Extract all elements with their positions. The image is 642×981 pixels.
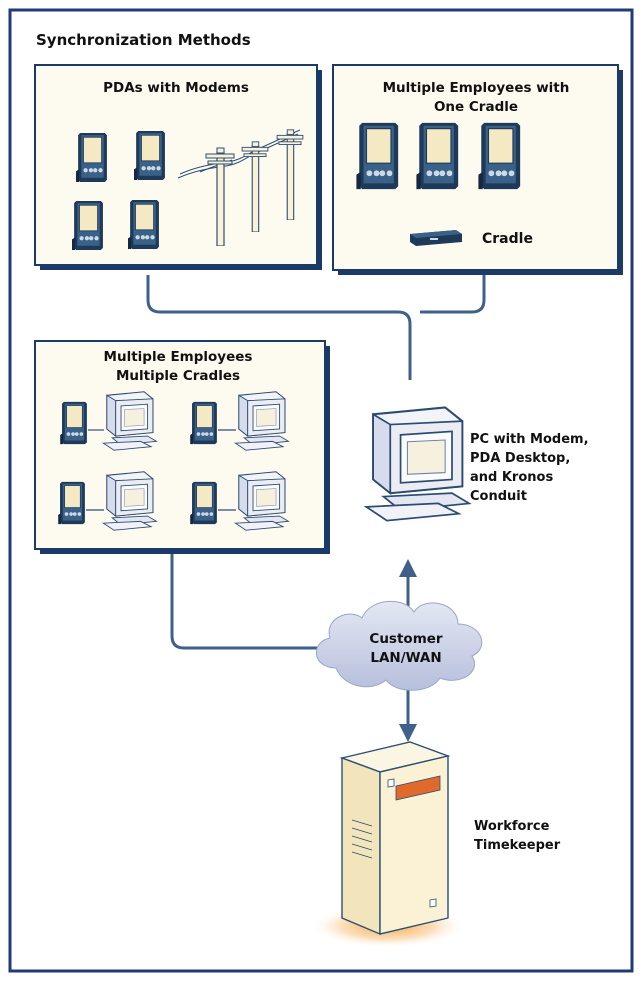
network-label-line2: LAN/WAN xyxy=(370,650,441,666)
pc-label-line1: PC with Modem, xyxy=(470,432,589,447)
panel-one-cradle: Multiple Employees with One Cradle Cradl… xyxy=(332,64,623,275)
panel-one-cradle-label-line2: One Cradle xyxy=(434,99,518,115)
pda-icon xyxy=(72,200,104,251)
pda-icon xyxy=(76,132,108,183)
pda-icon xyxy=(416,122,459,190)
pda-icon xyxy=(60,401,88,445)
line-one-cradle-to-pc xyxy=(420,275,486,314)
panel-multiple-cradles: Multiple Employees Multiple Cradles xyxy=(34,340,330,554)
pda-computer-pair xyxy=(58,471,157,531)
server-label-line2: Timekeeper xyxy=(474,838,561,853)
pda-computer-pair xyxy=(60,391,157,451)
pda-computer-pair xyxy=(190,391,289,451)
diagram-title: Synchronization Methods xyxy=(36,31,251,49)
pda-icon xyxy=(190,481,218,525)
pda-icon xyxy=(190,401,218,445)
line-pda-modems-to-pc xyxy=(146,275,412,380)
panel-multi-cradles-label-line1: Multiple Employees xyxy=(104,349,253,365)
cradle-label: Cradle xyxy=(482,231,533,247)
pda-icon xyxy=(128,199,160,250)
panel-pda-modems-label: PDAs with Modems xyxy=(103,80,249,96)
panel-one-cradle-label-line1: Multiple Employees with xyxy=(383,80,570,96)
pda-icon xyxy=(134,130,166,181)
server-icon xyxy=(310,741,466,948)
pda-icon xyxy=(356,122,399,190)
network-cloud-icon xyxy=(315,600,483,691)
pda-computer-pair xyxy=(190,471,289,531)
pda-icon xyxy=(478,122,521,190)
panel-pdas-with-modems: PDAs with Modems xyxy=(34,64,322,270)
cradle-icon xyxy=(410,230,462,246)
panel-multi-cradles-label-line2: Multiple Cradles xyxy=(116,368,240,384)
network-label-line1: Customer xyxy=(369,631,443,647)
line-cradles-to-network xyxy=(170,548,322,650)
server-label-line1: Workforce xyxy=(474,819,550,834)
pc-label-line3: and Kronos xyxy=(470,470,553,485)
pc-label-line2: PDA Desktop, xyxy=(470,451,570,466)
pc-label-line4: Conduit xyxy=(470,489,527,504)
pda-icon xyxy=(58,481,86,525)
